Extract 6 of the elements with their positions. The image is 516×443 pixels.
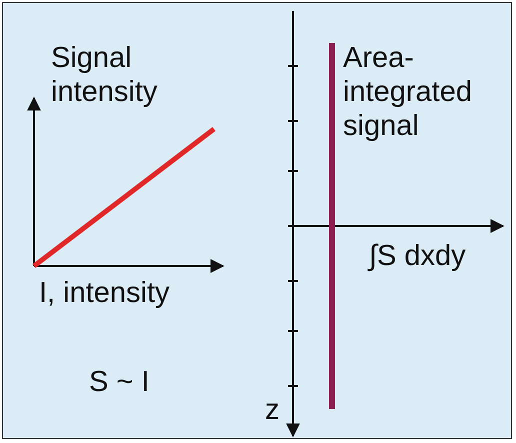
axis-label: z xyxy=(265,393,280,427)
axis-label: I, intensity xyxy=(39,276,171,310)
axis-label: Signal intensity xyxy=(51,41,158,109)
formula-text: S ~ I xyxy=(89,365,150,399)
axis-label: Area-integrated signal xyxy=(343,41,473,143)
axis-label: ∫S dxdy xyxy=(369,239,467,273)
